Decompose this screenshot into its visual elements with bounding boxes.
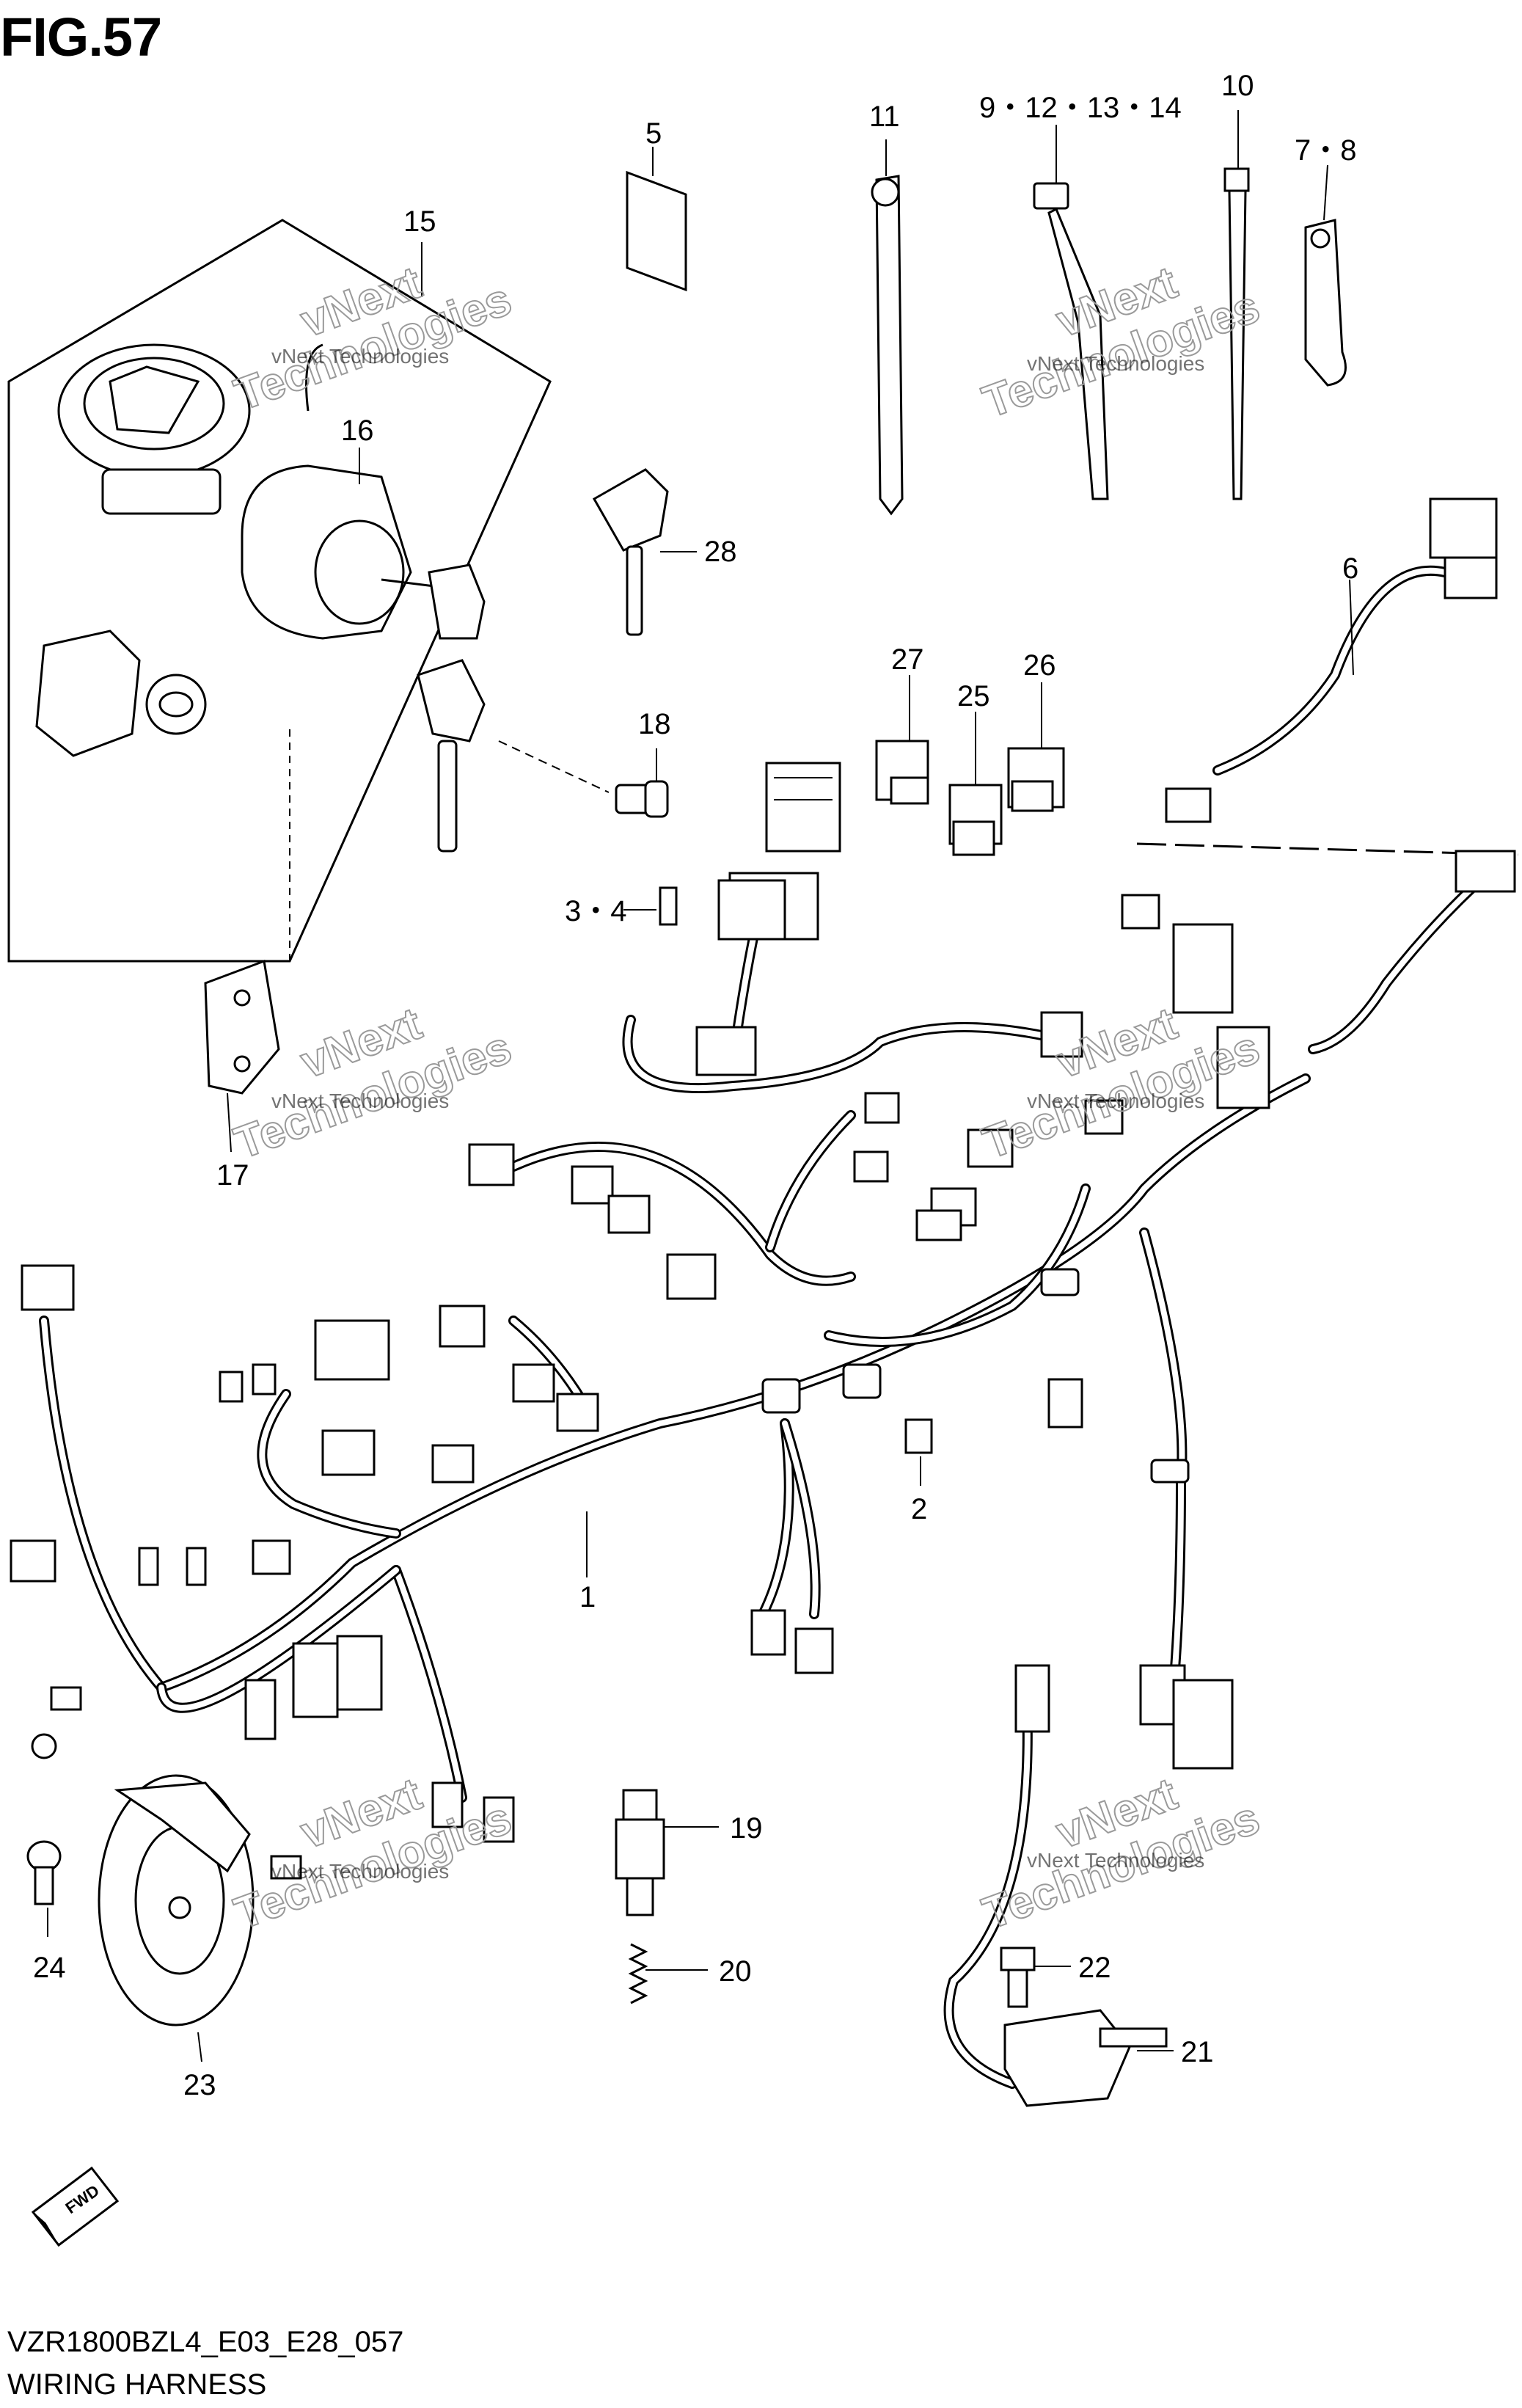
callout-19: 19 xyxy=(730,1812,763,1845)
callout-25: 25 xyxy=(957,680,990,712)
callout-10: 10 xyxy=(1221,70,1254,102)
callout-28: 28 xyxy=(704,536,737,568)
footer-caption: WIRING HARNESS xyxy=(7,2368,267,2401)
figure-title: FIG.57 xyxy=(0,7,162,68)
callout-23: 23 xyxy=(183,2069,216,2101)
part-9-clamp xyxy=(1033,125,1109,500)
watermark-2: vNext Technologies vNext Technologies xyxy=(976,257,1267,429)
relay-27 xyxy=(875,675,929,805)
callout-15: 15 xyxy=(403,205,436,238)
switch-19 xyxy=(615,1789,719,1916)
watermark-5-company: vNext Technologies xyxy=(271,1860,449,1883)
main-harness-1 xyxy=(10,879,1311,1843)
callout-2: 2 xyxy=(911,1493,927,1525)
watermark-4: vNext Technologies vNext Technologies xyxy=(976,998,1267,1170)
callout-21: 21 xyxy=(1181,2036,1214,2068)
bolt-24 xyxy=(26,1840,62,1937)
watermark-1-company: vNext Technologies xyxy=(271,345,449,368)
bracket-17 xyxy=(204,959,280,1153)
ignition-switch-set-box xyxy=(7,219,552,963)
callout-27: 27 xyxy=(891,643,924,676)
callout-26: 26 xyxy=(1023,649,1056,682)
callout-22: 22 xyxy=(1078,1952,1111,1984)
switch-21-with-lead xyxy=(943,1664,1174,2107)
callout-3-4: 3・4 xyxy=(565,895,627,927)
fwd-direction-badge: FWD xyxy=(31,2166,120,2247)
part-5-label-sheet xyxy=(626,147,687,292)
watermark-1: vNext Technologies vNext Technologies xyxy=(227,257,519,422)
callout-24: 24 xyxy=(33,1952,66,1984)
callout-9-12-13-14: 9・12・13・14 xyxy=(979,92,1182,124)
callout-18: 18 xyxy=(638,708,671,740)
leader-screw-18 xyxy=(498,740,610,793)
callout-7-8: 7・8 xyxy=(1295,134,1357,167)
watermark-3-company: vNext Technologies xyxy=(271,1090,449,1112)
relay-25 xyxy=(948,712,1003,856)
watermark-6-company: vNext Technologies xyxy=(1027,1849,1204,1872)
callout-17: 17 xyxy=(216,1159,249,1192)
callout-6: 6 xyxy=(1342,552,1358,585)
part-28-key xyxy=(592,468,697,636)
part-7-8-band xyxy=(1304,164,1347,387)
part-11-clamp-tie xyxy=(871,139,904,516)
footer-code: VZR1800BZL4_E03_E28_057 xyxy=(7,2326,404,2358)
watermark-5: vNext Technologies vNext Technologies xyxy=(227,1768,519,1941)
part-2-fuse xyxy=(904,1418,933,1486)
callout-5: 5 xyxy=(645,117,662,150)
callout-20: 20 xyxy=(719,1955,752,1988)
callout-11: 11 xyxy=(869,101,900,133)
callout-16: 16 xyxy=(341,415,374,447)
spring-20 xyxy=(628,1943,708,2004)
watermark-4-company: vNext Technologies xyxy=(1027,1090,1204,1112)
part-3-4-fuse xyxy=(623,886,678,926)
callout-1: 1 xyxy=(579,1581,596,1613)
part-18-screw xyxy=(615,748,669,818)
horn-23 xyxy=(98,1774,302,2062)
watermark-2-company: vNext Technologies xyxy=(1027,352,1204,375)
bolt-22 xyxy=(1000,1947,1071,2008)
sub-harness-6 xyxy=(1136,497,1519,1054)
part-10-cable-tie xyxy=(1223,110,1250,500)
relay-26 xyxy=(1007,682,1065,812)
